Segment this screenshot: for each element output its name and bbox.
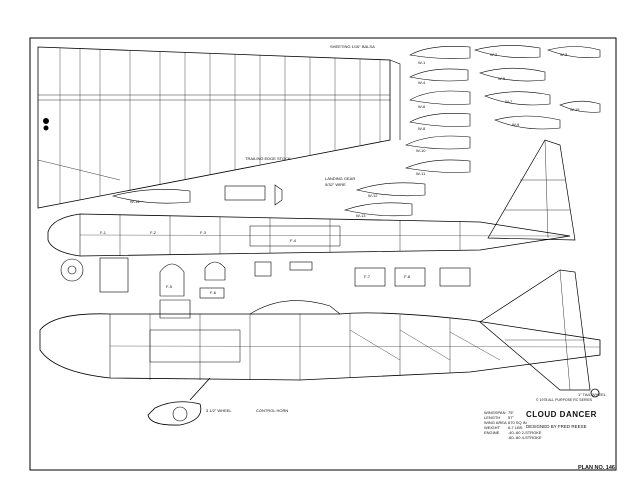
spec-label: WEIGHT <box>484 425 500 430</box>
tail-wheel-label: 1" TAIL WHEEL <box>578 392 607 397</box>
spec-label: WING AREA <box>484 420 507 425</box>
landing-gear-label: LANDING GEAR <box>325 176 356 181</box>
former-label: F-5 <box>166 284 172 289</box>
fin-side-view <box>479 269 591 391</box>
former-label: F-6 <box>210 290 216 295</box>
former-label: F-8 <box>404 274 410 279</box>
wing-details <box>43 118 49 131</box>
spec-value: 670 SQ IN <box>508 420 527 425</box>
landing-gear-size-label: 5/32" WIRE <box>325 182 346 187</box>
rib-label: W-5 <box>498 76 506 81</box>
trailing-edge-label: TRAILING EDGE STOCK <box>245 156 291 161</box>
spec-value: .40-.60 2-STROKE <box>508 430 542 435</box>
rib-label: W-2 <box>490 52 498 57</box>
small-parts <box>224 184 283 206</box>
rib-label: W-11 <box>416 171 426 176</box>
wheel-label: 3 1/2" WHEEL <box>206 408 232 413</box>
copyright-note: © 1978 ALL PURPOSE RC SERIES <box>536 398 593 402</box>
formers-row <box>60 257 471 319</box>
former-label: F-4 <box>290 238 296 243</box>
former-label: F-3 <box>200 230 206 235</box>
plan-title: CLOUD DANCER <box>526 410 597 419</box>
wing-panel <box>37 46 401 209</box>
spec-value: 75" <box>508 410 514 415</box>
rib-label: W-7 <box>505 99 513 104</box>
rib-label: W-3 <box>560 52 568 57</box>
rib-label: W-8 <box>418 126 426 131</box>
control-horn-label: CONTROL HORN <box>256 408 289 413</box>
spec-label: LENGTH <box>484 415 501 420</box>
spec-value: 6-7 LBS <box>508 425 523 430</box>
rib-label: W-13 <box>356 213 366 218</box>
rib-label: W-6 <box>418 104 426 109</box>
former-label: F-1 <box>100 230 106 235</box>
wing-ribs <box>111 45 601 217</box>
former-label: F-7 <box>364 274 370 279</box>
rib-label: W-1 <box>418 60 426 65</box>
rib-label: W-12 <box>368 193 378 198</box>
sheet-border <box>29 37 617 471</box>
spec-value: 57" <box>508 415 514 420</box>
rib-label: W-10 <box>416 148 426 153</box>
plan-number: PLAN NO. 146 <box>578 465 615 471</box>
landing-gear <box>147 377 600 426</box>
spec-label: WINGSPAN <box>484 410 506 415</box>
former-label: F-2 <box>150 230 156 235</box>
fuselage-side-view <box>39 300 601 381</box>
spec-labels: WINGSPAN LENGTH WING AREA WEIGHT ENGINE <box>484 410 507 435</box>
rib-label: W-15 <box>570 107 580 112</box>
rib-label: W-14 <box>130 199 140 204</box>
designer-credit: DESIGNED BY FRED REESE <box>526 424 587 429</box>
rib-label: W-9 <box>512 122 520 127</box>
wing-sheeting-label: SHEETING 1/16" BALSA <box>330 44 375 49</box>
spec-label: ENGINE <box>484 430 500 435</box>
fuselage-top-view <box>47 213 571 257</box>
rib-label: W-4 <box>418 80 426 85</box>
spec-value: .60-.80 4-STROKE <box>508 435 542 440</box>
spec-values: 75" 57" 670 SQ IN 6-7 LBS .40-.60 2-STRO… <box>508 410 542 440</box>
